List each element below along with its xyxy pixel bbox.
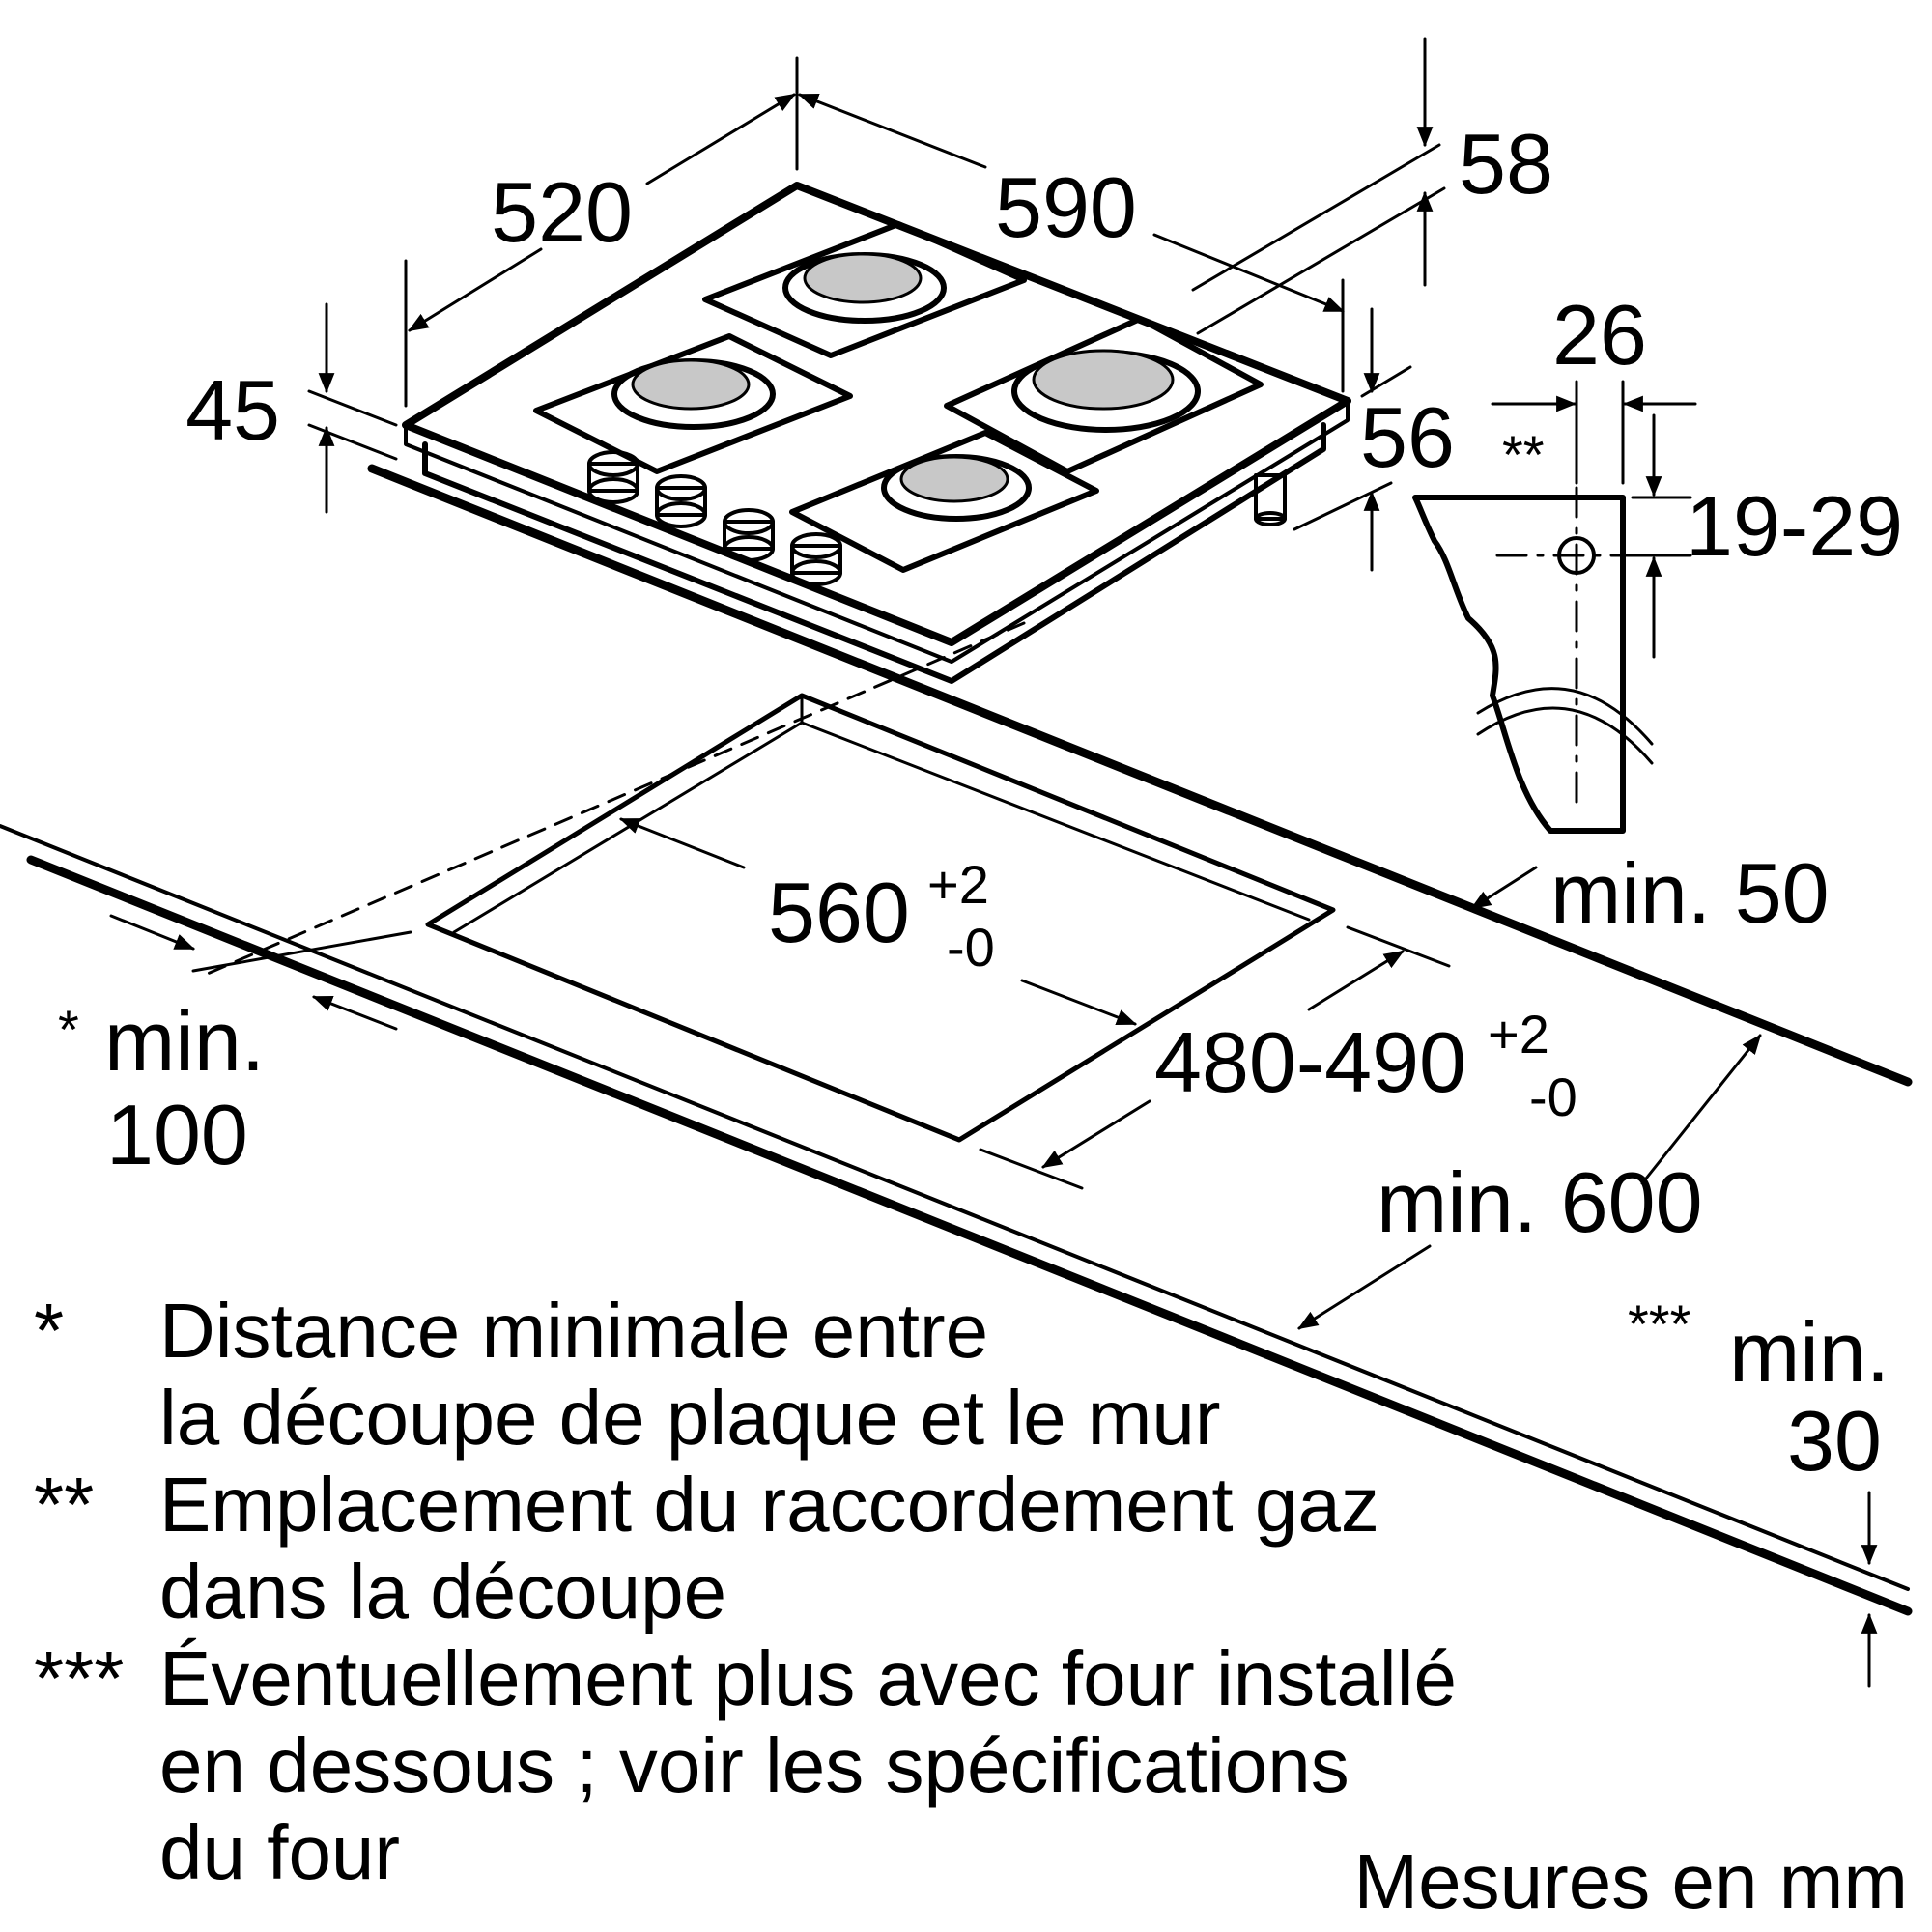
knob-4 — [790, 532, 842, 586]
note-1-marker: * — [34, 1288, 64, 1374]
dim-480-tol-minus: -0 — [1529, 1066, 1577, 1127]
wall-marker: * — [58, 999, 79, 1060]
note-2-line-2: dans la découpe — [159, 1548, 726, 1634]
dim-480-490: 480-490 — [1154, 1014, 1466, 1110]
control-knobs — [587, 450, 842, 586]
note-2-marker: ** — [34, 1462, 94, 1548]
knob-3 — [723, 508, 775, 562]
burner-back-left — [702, 221, 1027, 358]
burner-front-right — [789, 430, 1099, 573]
dim-560-tol-minus: -0 — [947, 917, 995, 978]
dim-min-600: min. 600 — [1377, 1154, 1703, 1250]
dim-56: 56 — [1360, 389, 1455, 485]
dim-min-100-value: 100 — [106, 1087, 248, 1182]
worktop-cutout — [425, 693, 1336, 1143]
hob-foot — [1254, 473, 1287, 526]
burner-cap — [1032, 349, 1175, 411]
dim-26: 26 — [1552, 287, 1647, 383]
units-label: Mesures en mm — [1354, 1838, 1908, 1924]
dim-590: 590 — [995, 159, 1137, 255]
burner-cap — [899, 455, 1009, 503]
burner-front-left — [533, 333, 853, 474]
burner-cap — [803, 252, 923, 304]
countertop — [0, 464, 1913, 1616]
gas-hob — [402, 182, 1351, 684]
note-2-line-1: Emplacement du raccordement gaz — [159, 1462, 1379, 1548]
note-3-marker: *** — [34, 1635, 124, 1721]
dim-58: 58 — [1459, 116, 1553, 212]
dimension-lines — [109, 37, 1878, 1688]
dim-480-tol-plus: +2 — [1488, 1004, 1549, 1065]
note-1-line-2: la découpe de plaque et le mur — [159, 1375, 1221, 1461]
gas-marker: ** — [1502, 424, 1545, 485]
dim-min-50: min. 50 — [1550, 845, 1830, 941]
dim-min-100-label: min. — [104, 993, 265, 1089]
note-1-line-1: Distance minimale entre — [159, 1288, 988, 1374]
gas-connection-detail — [1412, 380, 1697, 834]
dim-45: 45 — [185, 362, 280, 458]
note-3-line-2: en dessous ; voir les spécifications — [159, 1722, 1350, 1808]
note-3-line-3: du four — [159, 1809, 400, 1895]
burner-back-right — [944, 316, 1264, 474]
knob-1 — [587, 450, 639, 504]
dimension-labels: 520 590 58 45 56 26 ** 19-29 560 +2 -0 4… — [58, 116, 1903, 1489]
below-marker: *** — [1628, 1293, 1690, 1354]
dim-min-30-value: 30 — [1787, 1393, 1882, 1489]
dim-560-tol-plus: +2 — [927, 854, 989, 915]
note-3-line-1: Éventuellement plus avec four installé — [159, 1635, 1457, 1721]
dim-min-30-label: min. — [1729, 1304, 1889, 1400]
dim-19-29: 19-29 — [1686, 478, 1903, 574]
dim-520: 520 — [491, 164, 633, 260]
footnotes: * Distance minimale entre la découpe de … — [34, 1288, 1457, 1895]
dim-560: 560 — [768, 865, 910, 960]
knob-2 — [655, 474, 707, 528]
burner-cap — [631, 358, 751, 411]
